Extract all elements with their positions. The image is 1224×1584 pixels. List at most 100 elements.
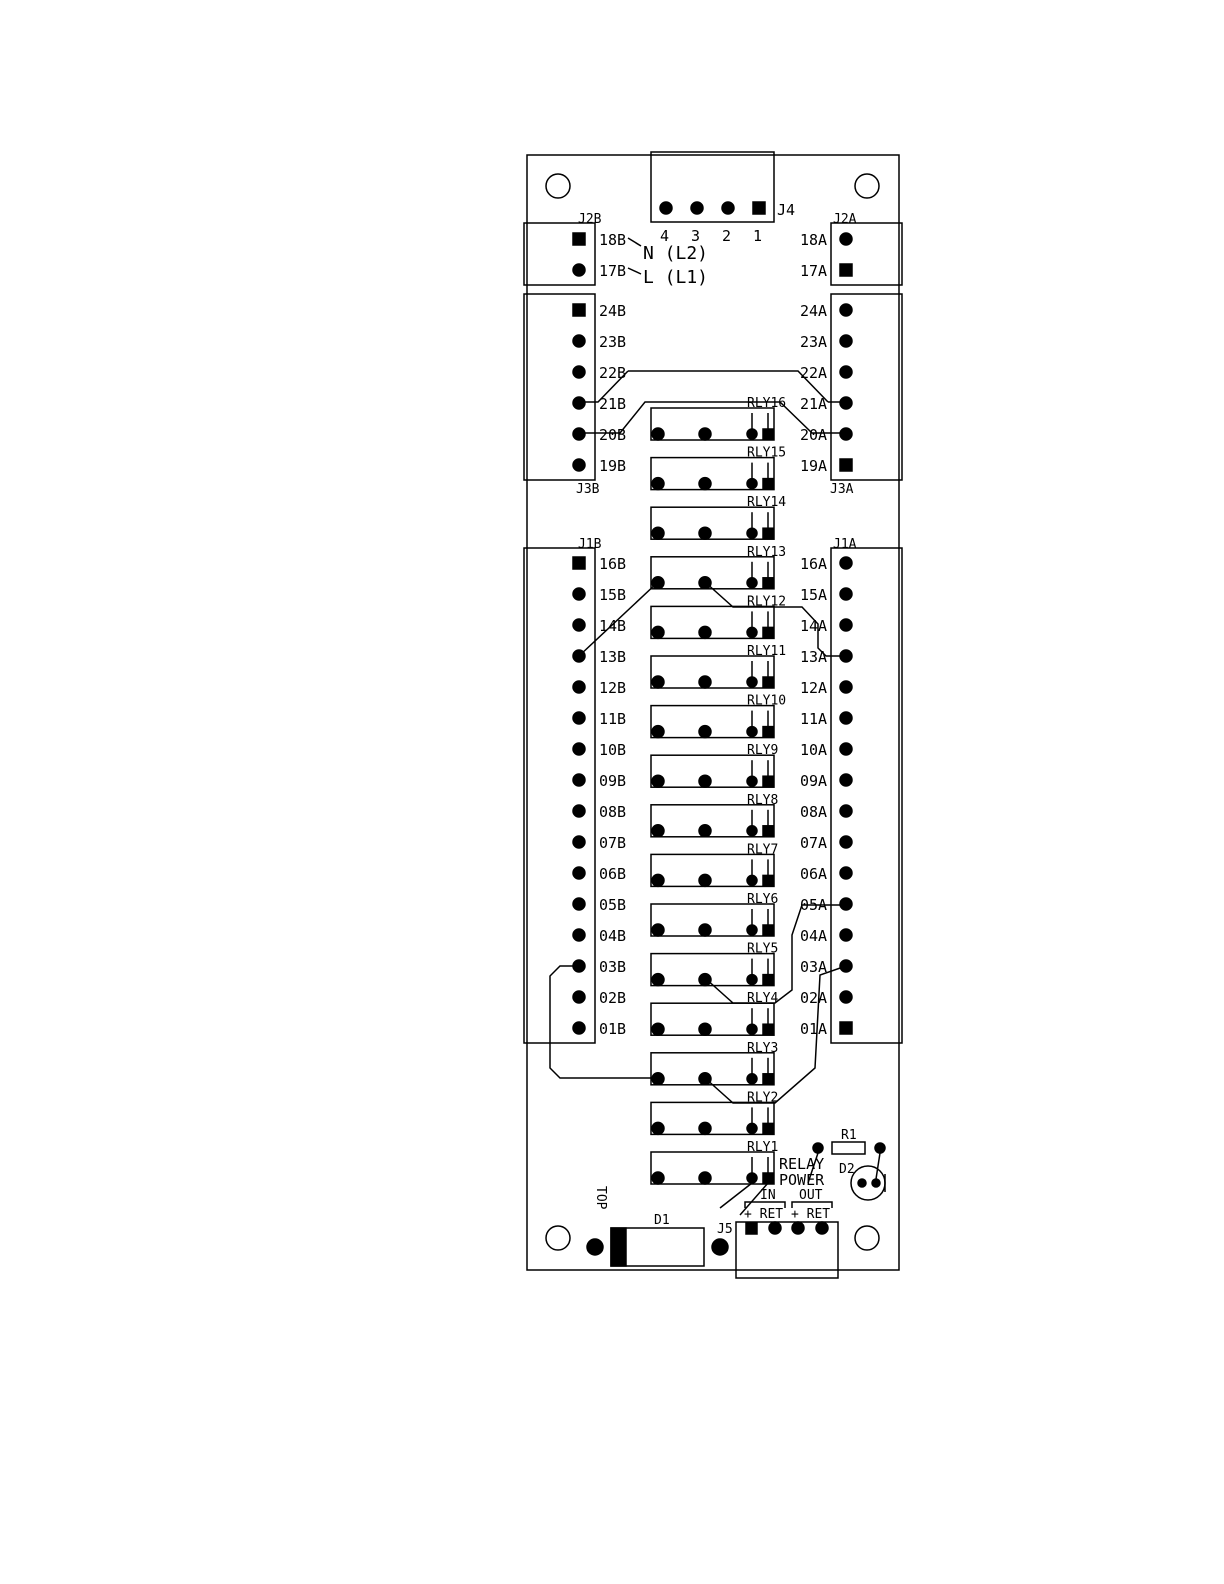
relay-label: RLY1 [747,1140,778,1155]
pad-round [839,556,853,570]
pad-round [572,866,586,880]
board-outline [526,154,900,1271]
relay-rly5: RLY5 [650,942,778,987]
connector-j4: J4 4 3 2 1 [650,151,795,245]
j3a-ref: J3A [830,482,854,497]
pin-label-22a: 22A [800,364,827,382]
j2a-pin-17a: 17A [800,262,827,280]
diode-d1: D1 [586,1213,729,1267]
pad-round [839,711,853,725]
mounting-hole-bottom-right [854,1225,880,1251]
pad-round [839,835,853,849]
pin-label-08b: 08B [599,803,626,821]
j2a-pin-18a: 18A [800,231,827,249]
j2b-pin-17b: 17B [599,262,626,280]
pad-round [572,804,586,818]
j1b-pins: 16B15B14B13B12B11B10B09B08B07B06B05B04B0… [572,555,626,1038]
j4-pin-1: 1 [753,227,762,245]
pin-label-03b: 03B [599,958,626,976]
pin-label-15a: 15A [800,586,827,604]
j2a-ref: J2A [833,212,857,227]
pad-round [839,365,853,379]
pin-label-14a: 14A [800,617,827,635]
pad-round [839,990,853,1004]
d1-label: D1 [654,1213,670,1228]
relay-label: RLY4 [747,991,778,1006]
pad-square [572,303,586,317]
pad-round [839,866,853,880]
pin-label-09b: 09B [599,772,626,790]
traces [549,370,847,1216]
connector-j3b [523,293,596,481]
j4-pin-2: 2 [722,227,731,245]
relay-rly16: RLY16 [650,396,786,441]
pad-round [839,742,853,756]
relay-power-line1: RELAY [779,1155,824,1173]
mounting-hole-bottom-left [545,1225,571,1251]
pin-label-10a: 10A [800,741,827,759]
neutral-label: N (L2) [643,243,708,264]
relay-label: RLY15 [747,446,786,461]
relay-label: RLY2 [747,1090,778,1105]
pin-label-12b: 12B [599,679,626,697]
pin-label-15b: 15B [599,586,626,604]
j1a-ref: J1A [833,537,857,552]
j1a-pins: 16A15A14A13A12A11A10A09A08A07A06A05A04A0… [800,555,853,1038]
relay-rly1: RLY1 [650,1140,778,1185]
pad-round [839,334,853,348]
pad-round [839,897,853,911]
relay-rly13: RLY13 [650,545,786,590]
pin-label-02a: 02A [800,989,827,1007]
relay-label: RLY3 [747,1041,778,1056]
j4-pin-3: 3 [691,227,700,245]
pad-round [572,773,586,787]
pin-label-16a: 16A [800,555,827,573]
pad-round [572,618,586,632]
pad-round [572,427,586,441]
pin-label-07b: 07B [599,834,626,852]
pad-round [572,928,586,942]
j5-label: J5 [717,1222,733,1237]
relay-rly7: RLY7 [650,842,778,888]
connector-j3a [830,293,903,481]
pin-label-04b: 04B [599,927,626,945]
pad-round [572,396,586,410]
relay-rly10: RLY10 [650,694,786,739]
relay-label: RLY5 [747,942,778,957]
relay-label: RLY8 [747,793,778,808]
pad-round [572,365,586,379]
pad-round [572,458,586,472]
pin-label-21b: 21B [599,395,626,413]
pin-label-03a: 03A [800,958,827,976]
pad-round [839,587,853,601]
pin-label-07a: 07A [800,834,827,852]
j3b-ref: J3B [576,482,600,497]
pin-label-14b: 14B [599,617,626,635]
pad-round [572,742,586,756]
pin-label-24a: 24A [800,302,827,320]
relay-label: RLY11 [747,644,786,659]
relay-label: RLY6 [747,892,778,907]
relay-rly14: RLY14 [650,495,786,540]
pin-label-01a: 01A [800,1020,827,1038]
pin-label-12a: 12A [800,679,827,697]
pin-label-20b: 20B [599,426,626,444]
pin-label-08a: 08A [800,803,827,821]
relay-rly15: RLY15 [650,446,786,491]
pin-label-11a: 11A [800,710,827,728]
pin-label-06b: 06B [599,865,626,883]
pad-round [572,897,586,911]
j2b-ref: J2B [578,212,602,227]
pin-label-22b: 22B [599,364,626,382]
pin-label-05b: 05B [599,896,626,914]
pin-label-09a: 09A [800,772,827,790]
pin-label-21a: 21A [800,395,827,413]
pad-square [839,458,853,472]
pad-round [839,773,853,787]
relay-label: RLY14 [747,495,786,510]
relay-label: RLY13 [747,545,786,560]
pad-round [839,618,853,632]
